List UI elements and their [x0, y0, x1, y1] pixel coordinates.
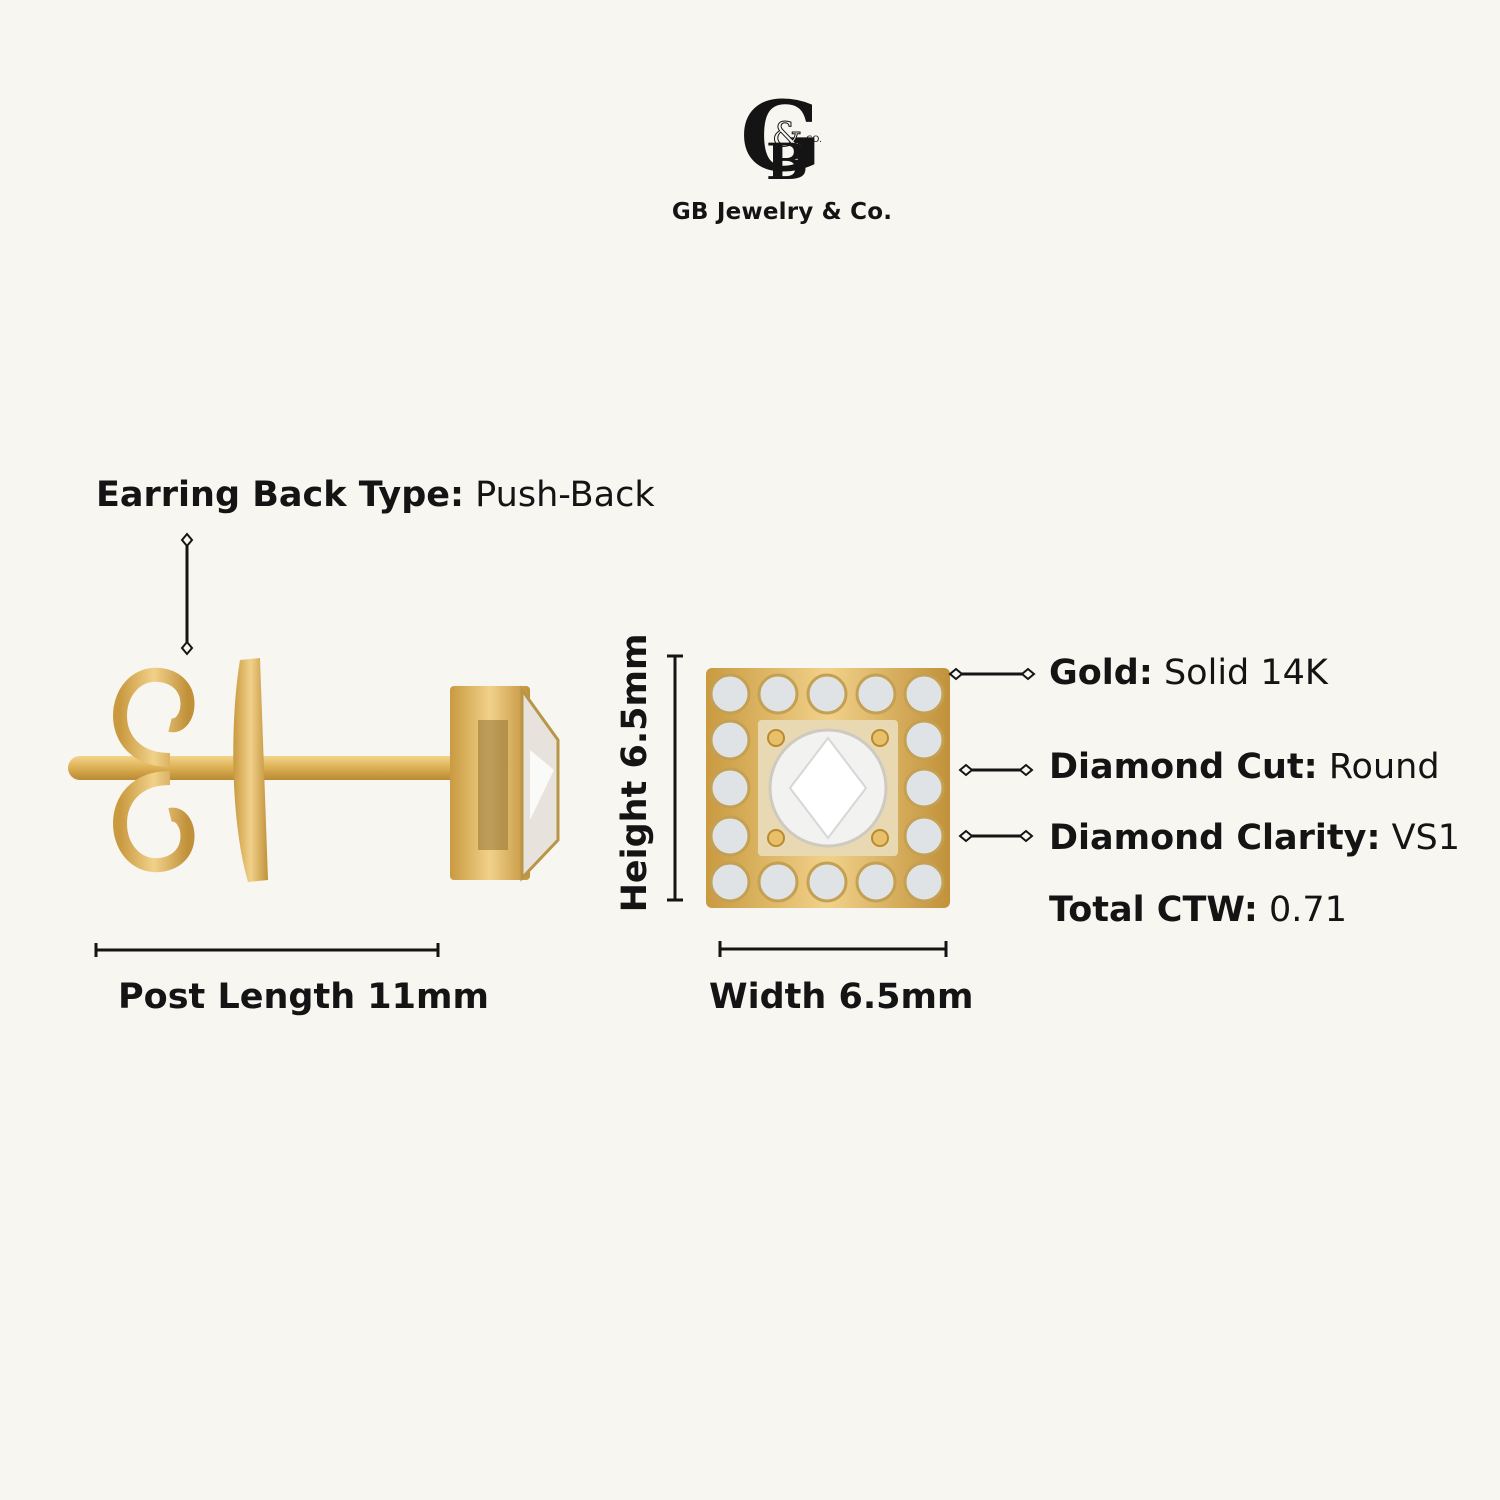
- height-bar: [667, 654, 683, 902]
- svg-text:G: G: [740, 80, 822, 193]
- cut-label: Diamond Cut:: [1049, 747, 1318, 787]
- clarity-value: VS1: [1391, 818, 1461, 858]
- monogram-logo: G & B CO.: [740, 80, 822, 193]
- clarity-spec: Diamond Clarity: VS1: [1049, 821, 1460, 856]
- cut-value: Round: [1328, 747, 1440, 787]
- svg-text:CO.: CO.: [806, 135, 822, 145]
- back-type-spec: Earring Back Type: Push-Back: [96, 478, 655, 513]
- earring-side-view: [68, 658, 560, 882]
- post-length-bar: [94, 943, 440, 957]
- width-label: Width 6.5mm: [709, 977, 974, 1017]
- post-length-label: Post Length 11mm: [118, 977, 489, 1017]
- gold-label: Gold:: [1049, 653, 1153, 693]
- back-type-pointer: [180, 532, 194, 656]
- ctw-value: 0.71: [1269, 890, 1347, 930]
- svg-text:B: B: [766, 132, 808, 191]
- height-label: Height 6.5mm: [615, 633, 655, 913]
- back-type-value: Push-Back: [475, 475, 655, 515]
- ctw-label: Total CTW:: [1049, 890, 1258, 930]
- width-bar: [718, 941, 948, 957]
- clarity-pointer: [958, 829, 1034, 843]
- height-label-wrap: Height 6.5mm: [612, 634, 658, 913]
- cut-spec: Diamond Cut: Round: [1049, 750, 1440, 785]
- brand-name: GB Jewelry & Co.: [671, 199, 893, 225]
- back-type-label: Earring Back Type:: [96, 475, 465, 515]
- cut-pointer: [958, 763, 1034, 777]
- gold-pointer: [948, 667, 1036, 681]
- clarity-label: Diamond Clarity:: [1049, 818, 1381, 858]
- ctw-spec: Total CTW: 0.71: [1049, 893, 1347, 928]
- gold-value: Solid 14K: [1163, 653, 1328, 693]
- earring-front-view: [706, 668, 950, 908]
- gold-spec: Gold: Solid 14K: [1049, 656, 1328, 691]
- svg-text:&: &: [772, 115, 802, 155]
